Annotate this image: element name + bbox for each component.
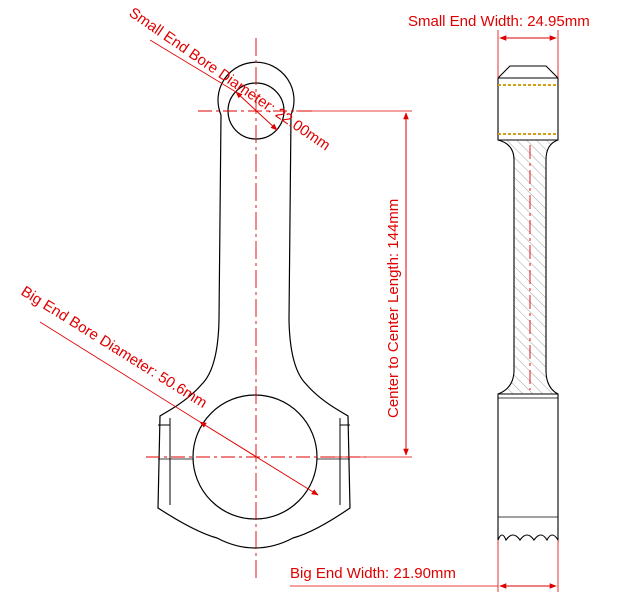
rod-outline	[157, 114, 351, 549]
small-end-bore-dim-line	[235, 91, 278, 131]
side-view	[290, 30, 559, 592]
side-big-end	[497, 393, 559, 542]
front-view	[39, 38, 412, 580]
small-end-bore-leader	[149, 39, 237, 93]
big-end-bore-label: Big End Bore Diameter: 50.6mm	[18, 283, 210, 412]
center-to-center-label: Center to Center Length: 144mm	[385, 199, 402, 418]
big-end-bore-leader	[39, 321, 201, 423]
big-end-bore-dim-line	[199, 421, 319, 496]
side-beam	[497, 139, 559, 395]
small-end-width-label: Small End Width: 24.95mm	[408, 13, 590, 30]
small-end-bore-label: Small End Bore Diameter: 22.00mm	[126, 4, 334, 154]
side-small-end	[497, 65, 559, 141]
big-end-width-label: Big End Width: 21.90mm	[290, 565, 456, 582]
